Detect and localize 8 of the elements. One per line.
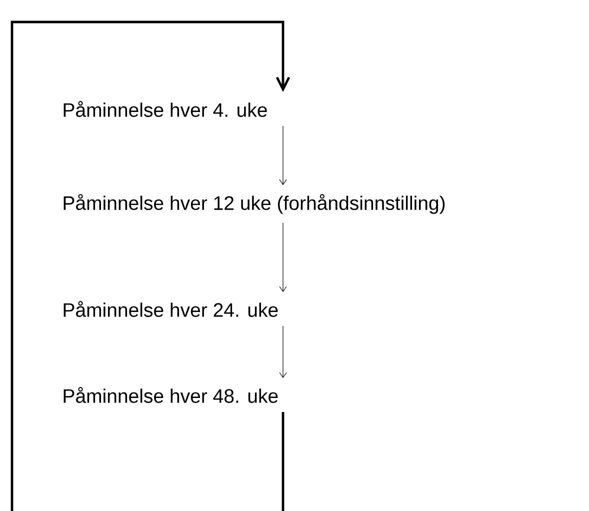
arrow [279, 126, 287, 186]
step-text: Påminnelse hver 4. uke [64, 101, 267, 117]
arrow [10, 20, 290, 511]
arrow [279, 222, 287, 292]
step-text: Påminnelse hver 12 uke (forhåndsinnstilling) [64, 194, 445, 214]
arrow [279, 326, 287, 378]
step-text: Påminnelse hver 48. uke [64, 387, 278, 403]
step-text: Påminnelse hver 24. uke [64, 301, 278, 317]
